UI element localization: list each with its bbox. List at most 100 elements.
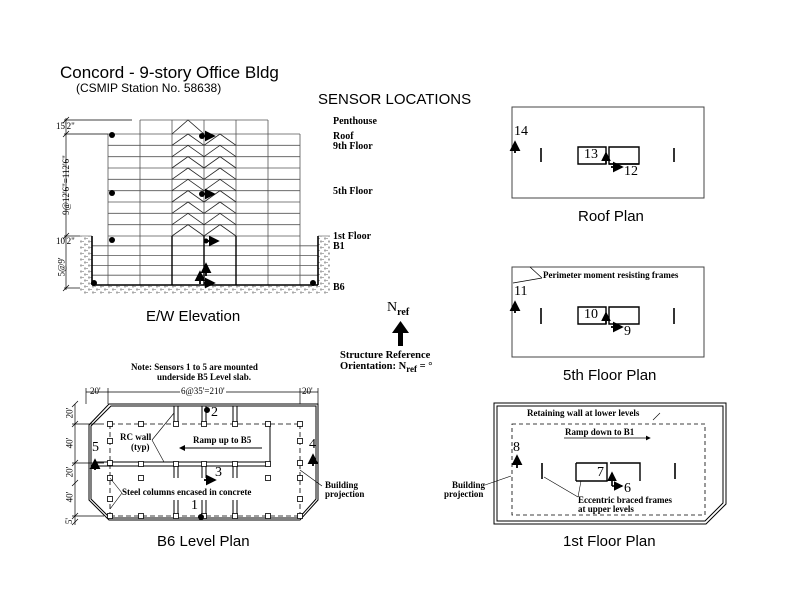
fifth-floor-plan-drawing xyxy=(509,266,705,358)
soil-bottom xyxy=(80,285,330,294)
chevron-brace xyxy=(171,212,205,225)
dim-top-center: 6@35'=210' xyxy=(180,386,226,396)
annotation-perimeter-frames: Perimeter moment resisting frames xyxy=(543,270,679,280)
chevron-brace xyxy=(171,190,205,203)
sensor-dot-b6-right xyxy=(310,280,316,286)
sensor-1: 1 xyxy=(191,498,198,513)
caption-ew-elevation: E/W Elevation xyxy=(146,308,241,325)
label-9th-floor: 9th Floor xyxy=(333,141,373,152)
label-1st-floor: 1st Floor xyxy=(333,231,372,242)
chevron-brace xyxy=(203,212,237,225)
steel-column xyxy=(232,513,238,519)
steel-column xyxy=(297,475,303,481)
annotation-ebf-1: Eccentric braced frames xyxy=(578,495,672,505)
annotation-ramp-down: Ramp down to B1 xyxy=(565,427,635,437)
chevron-brace xyxy=(171,201,205,214)
annotation-ramp-up: Ramp up to B5 xyxy=(193,435,252,445)
chevron-brace xyxy=(203,144,237,157)
chevron-brace xyxy=(203,167,237,180)
label-penthouse: Penthouse xyxy=(333,116,377,127)
steel-column xyxy=(265,513,271,519)
chevron-brace xyxy=(171,144,205,157)
steel-column xyxy=(297,513,303,519)
sensor-dot-b6-left xyxy=(91,280,97,286)
chevron-brace xyxy=(203,133,237,146)
steel-column xyxy=(201,421,207,427)
caption-b6-level-plan: B6 Level Plan xyxy=(157,533,250,550)
chevron-brace xyxy=(171,178,205,191)
annotation-building-projection-1: Building xyxy=(325,480,359,490)
sensor-6: 6 xyxy=(624,481,631,496)
sensor-12: 12 xyxy=(624,164,638,179)
steel-column xyxy=(138,513,144,519)
label-b6: B6 xyxy=(333,282,345,293)
annotation-rc-wall: RC wall xyxy=(120,432,152,442)
steel-column xyxy=(107,460,113,466)
steel-column xyxy=(173,461,179,467)
sensor-2: 2 xyxy=(211,405,218,420)
steel-column xyxy=(173,513,179,519)
b6-note-line2: underside B5 Level slab. xyxy=(157,372,252,382)
steel-column xyxy=(297,496,303,502)
dim-basement: 5@9' xyxy=(56,257,67,277)
chevron-brace xyxy=(171,119,205,135)
sensor-4: 4 xyxy=(309,437,316,452)
orientation-caption-2: Orientation: Nref = ° xyxy=(340,361,433,375)
dim-typical-floors: 9@12'6"=112'6" xyxy=(61,155,71,215)
label-roof: Roof xyxy=(333,131,354,142)
sensor-5: 5 xyxy=(92,440,99,455)
sensor-locations-heading: SENSOR LOCATIONS xyxy=(318,91,472,108)
annotation-rc-wall-typ: (typ) xyxy=(131,442,150,452)
steel-column xyxy=(297,460,303,466)
sensor-14: 14 xyxy=(514,124,528,139)
steel-column xyxy=(265,461,271,467)
dim-top-right: 20' xyxy=(302,386,313,396)
dim-left-3: 20' xyxy=(64,466,75,478)
annotation-ff-building-projection-1: Building xyxy=(452,480,486,490)
chevron-brace xyxy=(203,224,237,237)
caption-1st-floor-plan: 1st Floor Plan xyxy=(563,533,656,550)
sensor-7: 7 xyxy=(597,465,604,480)
annotation-ebf-2: at upper levels xyxy=(578,504,634,514)
steel-column xyxy=(265,421,271,427)
sensor-8: 8 xyxy=(513,440,520,455)
steel-column xyxy=(107,421,113,427)
sensor-3: 3 xyxy=(215,465,222,480)
dim-left-2: 40' xyxy=(64,437,75,449)
annotation-building-projection-2: projection xyxy=(325,489,365,499)
chevron-brace xyxy=(171,167,205,180)
sensor-10: 10 xyxy=(584,307,598,322)
steel-column xyxy=(201,461,207,467)
chevron-brace xyxy=(203,156,237,169)
steel-column xyxy=(232,461,238,467)
steel-column xyxy=(297,438,303,444)
b6-plan-drawing xyxy=(71,388,323,526)
dim-left-5: 5' xyxy=(64,517,75,525)
label-5th-floor: 5th Floor xyxy=(333,186,373,197)
sensor-11: 11 xyxy=(514,284,528,299)
steel-column xyxy=(107,496,113,502)
steel-column xyxy=(232,421,238,427)
steel-column xyxy=(297,421,303,427)
chevron-brace xyxy=(203,178,237,191)
roof-plan-drawing xyxy=(509,106,705,199)
steel-column xyxy=(173,421,179,427)
ew-elevation xyxy=(62,116,330,294)
sensor-9: 9 xyxy=(624,324,631,339)
dim-left-1: 20' xyxy=(64,407,75,419)
label-b1: B1 xyxy=(333,241,345,252)
caption-5th-floor-plan: 5th Floor Plan xyxy=(563,367,657,384)
station-number: (CSMIP Station No. 58638) xyxy=(76,81,222,95)
steel-column xyxy=(138,421,144,427)
orientation-caption-1: Structure Reference xyxy=(340,350,431,361)
dim-first-story: 10'2" xyxy=(56,236,75,246)
steel-column xyxy=(265,475,271,481)
chevron-brace xyxy=(203,201,237,214)
sensor-dot-5th xyxy=(109,190,115,196)
steel-column xyxy=(107,438,113,444)
dim-left-4: 40' xyxy=(64,491,75,503)
first-floor-plan-drawing xyxy=(484,402,727,525)
annotation-steel-columns: Steel columns encased in concrete xyxy=(122,487,252,497)
dim-penthouse: 15'2" xyxy=(56,121,75,131)
